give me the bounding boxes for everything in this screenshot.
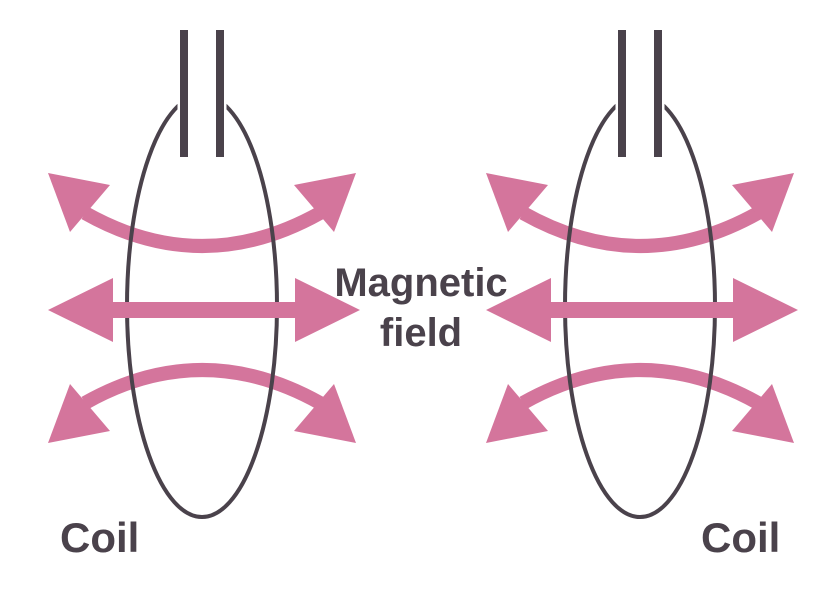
oscillation-arrow-top-right	[486, 173, 794, 253]
arrowhead-up-left-icon	[48, 173, 110, 232]
magnetic-field-label-line2: field	[379, 311, 463, 355]
arrowhead-up-right-icon	[732, 173, 794, 232]
magnetic-field-label-line1: Magnetic	[334, 261, 508, 305]
oscillation-arrow-top-left	[48, 173, 356, 253]
coil-label-right: Coil	[701, 514, 781, 561]
wire-gap-mask	[182, 86, 222, 102]
magnetic-field-label: Magnetic field	[334, 258, 507, 358]
oscillation-arrow-bottom-left	[48, 363, 356, 443]
magnetic-field-arrow-left	[48, 278, 360, 342]
arrowhead-up-left-icon	[486, 173, 548, 232]
curved-arrow-shaft	[81, 363, 324, 410]
magnetic-field-arrow-right	[486, 278, 798, 342]
curved-arrow-shaft	[519, 206, 762, 253]
curved-arrow-shaft	[519, 363, 762, 410]
coil-right-group	[486, 28, 798, 519]
curved-arrow-shaft	[81, 206, 324, 253]
arrowhead-down-right-icon	[732, 384, 794, 443]
arrowhead-up-right-icon	[294, 173, 356, 232]
oscillation-arrow-bottom-right	[486, 363, 794, 443]
coil-left-group	[48, 28, 360, 519]
coil-label-left: Coil	[60, 514, 140, 561]
arrowhead-down-right-icon	[294, 384, 356, 443]
wire-gap-mask	[620, 86, 660, 102]
arrowhead-down-left-icon	[48, 384, 110, 443]
arrowhead-down-left-icon	[486, 384, 548, 443]
